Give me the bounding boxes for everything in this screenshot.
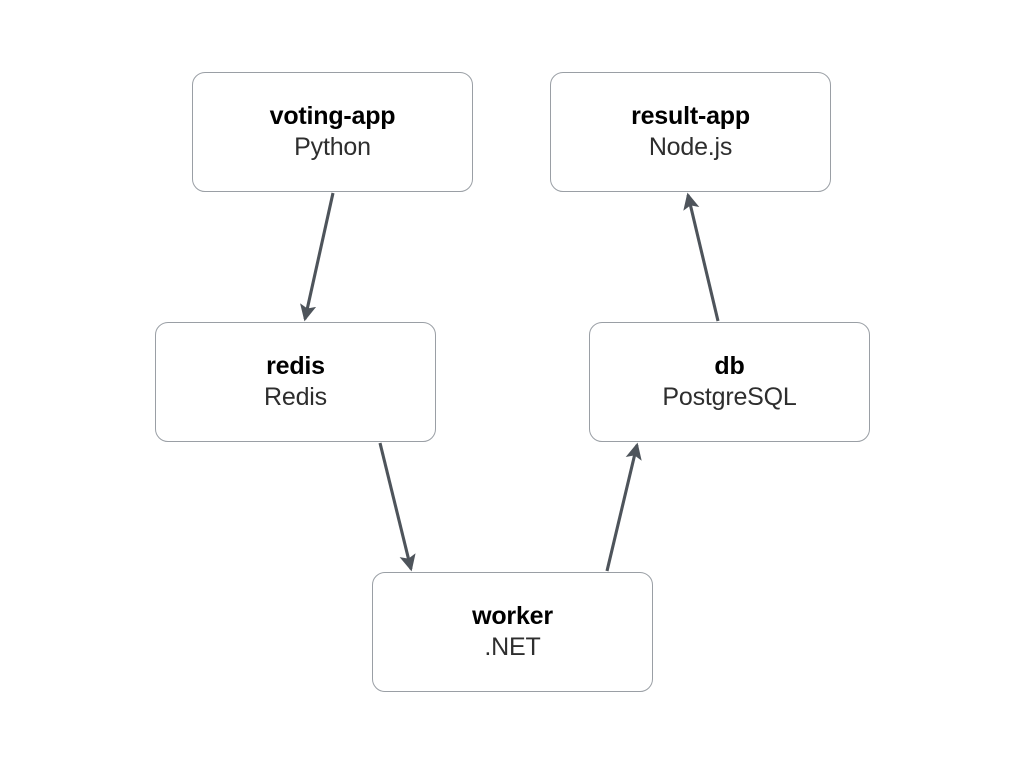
node-subtitle: .NET <box>484 633 541 661</box>
edge-voting-app-to-redis <box>300 192 335 322</box>
edge-redis-to-worker <box>378 442 416 572</box>
node-voting-app[interactable]: voting-app Python <box>192 72 473 192</box>
node-subtitle: PostgreSQL <box>662 383 797 411</box>
node-worker[interactable]: worker .NET <box>372 572 653 692</box>
node-title: voting-app <box>269 101 396 130</box>
node-title: db <box>714 351 745 380</box>
edge-db-to-result-app <box>683 192 720 322</box>
node-subtitle: Redis <box>264 383 327 411</box>
node-title: redis <box>266 351 325 380</box>
node-result-app[interactable]: result-app Node.js <box>550 72 831 192</box>
node-subtitle: Python <box>294 133 371 161</box>
node-redis[interactable]: redis Redis <box>155 322 436 442</box>
node-title: worker <box>472 601 553 630</box>
node-title: result-app <box>631 101 750 130</box>
edge-worker-to-db <box>605 442 642 572</box>
node-db[interactable]: db PostgreSQL <box>589 322 870 442</box>
node-subtitle: Node.js <box>648 133 733 161</box>
